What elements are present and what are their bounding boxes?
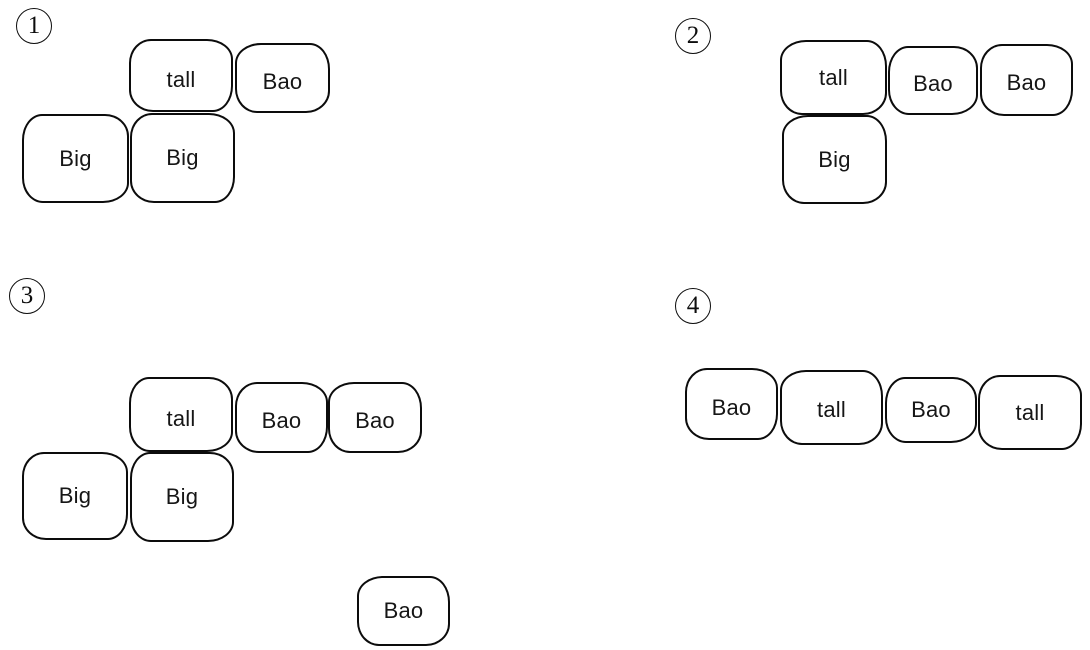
group-4-number: 4 [675,288,711,324]
block-tall: tall [129,39,233,112]
block-tall: tall [129,377,233,452]
group-1-number: 1 [16,8,52,44]
block-bao: Bao [357,576,450,646]
block-tall: tall [780,370,883,445]
block-bao: Bao [685,368,778,440]
block-bao: Bao [885,377,977,443]
block-big: Big [22,114,129,203]
block-big: Big [130,452,234,542]
group-2-number: 2 [675,18,711,54]
block-tall: tall [978,375,1082,450]
block-bao: Bao [235,43,330,113]
block-bao: Bao [980,44,1073,116]
block-tall: tall [780,40,887,115]
block-bao: Bao [888,46,978,115]
block-big: Big [22,452,128,540]
block-big: Big [130,113,235,203]
block-big: Big [782,115,887,204]
block-bao: Bao [328,382,422,453]
block-bao: Bao [235,382,328,453]
group-3-number: 3 [9,278,45,314]
